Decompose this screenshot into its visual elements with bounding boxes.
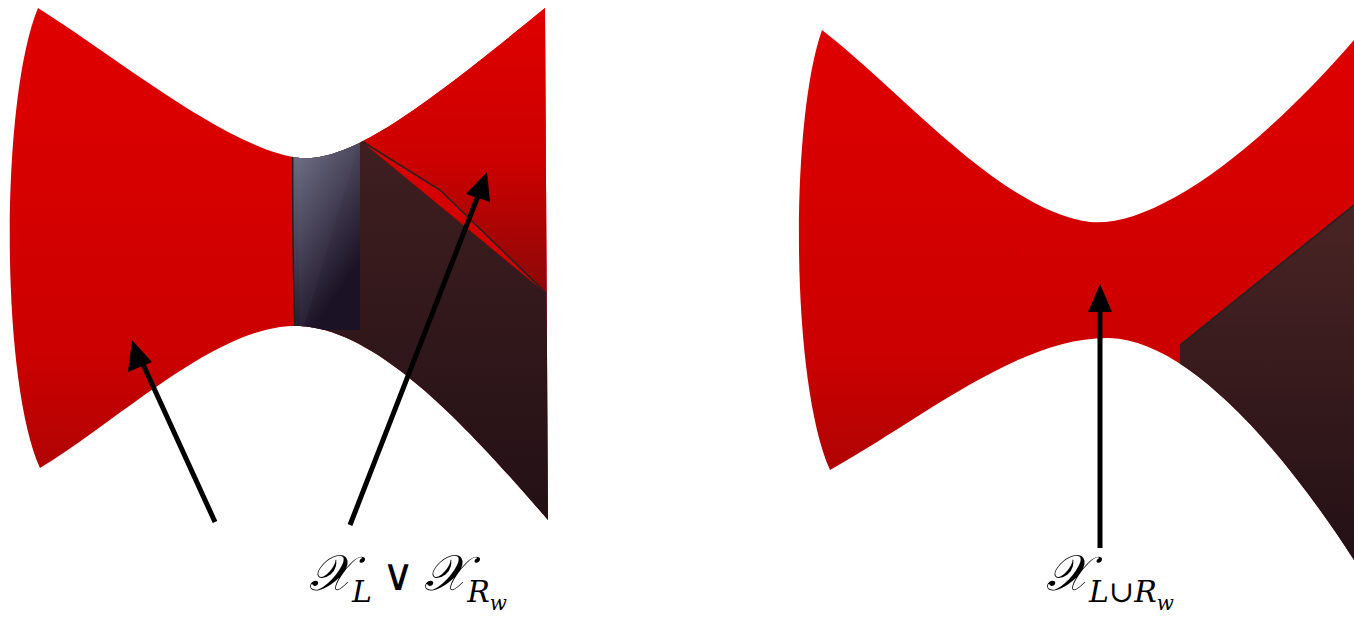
symbol: 𝒳 xyxy=(309,544,352,602)
math-label: 𝒳L∪Rw xyxy=(1046,548,1174,613)
math-label: 𝒳L∨𝒳Rw xyxy=(309,548,507,613)
symbol: 𝒳 xyxy=(424,544,467,602)
subscript: w xyxy=(490,591,507,615)
left-surface xyxy=(0,0,560,636)
leader-arrows xyxy=(128,172,1112,548)
subscript: w xyxy=(1157,591,1174,615)
operator: ∨ xyxy=(382,549,414,600)
subscript: L∪R xyxy=(1089,574,1157,609)
right-surface xyxy=(780,0,1354,636)
subscript: R xyxy=(467,574,490,609)
subscript: L xyxy=(352,574,372,609)
symbol: 𝒳 xyxy=(1046,544,1089,602)
